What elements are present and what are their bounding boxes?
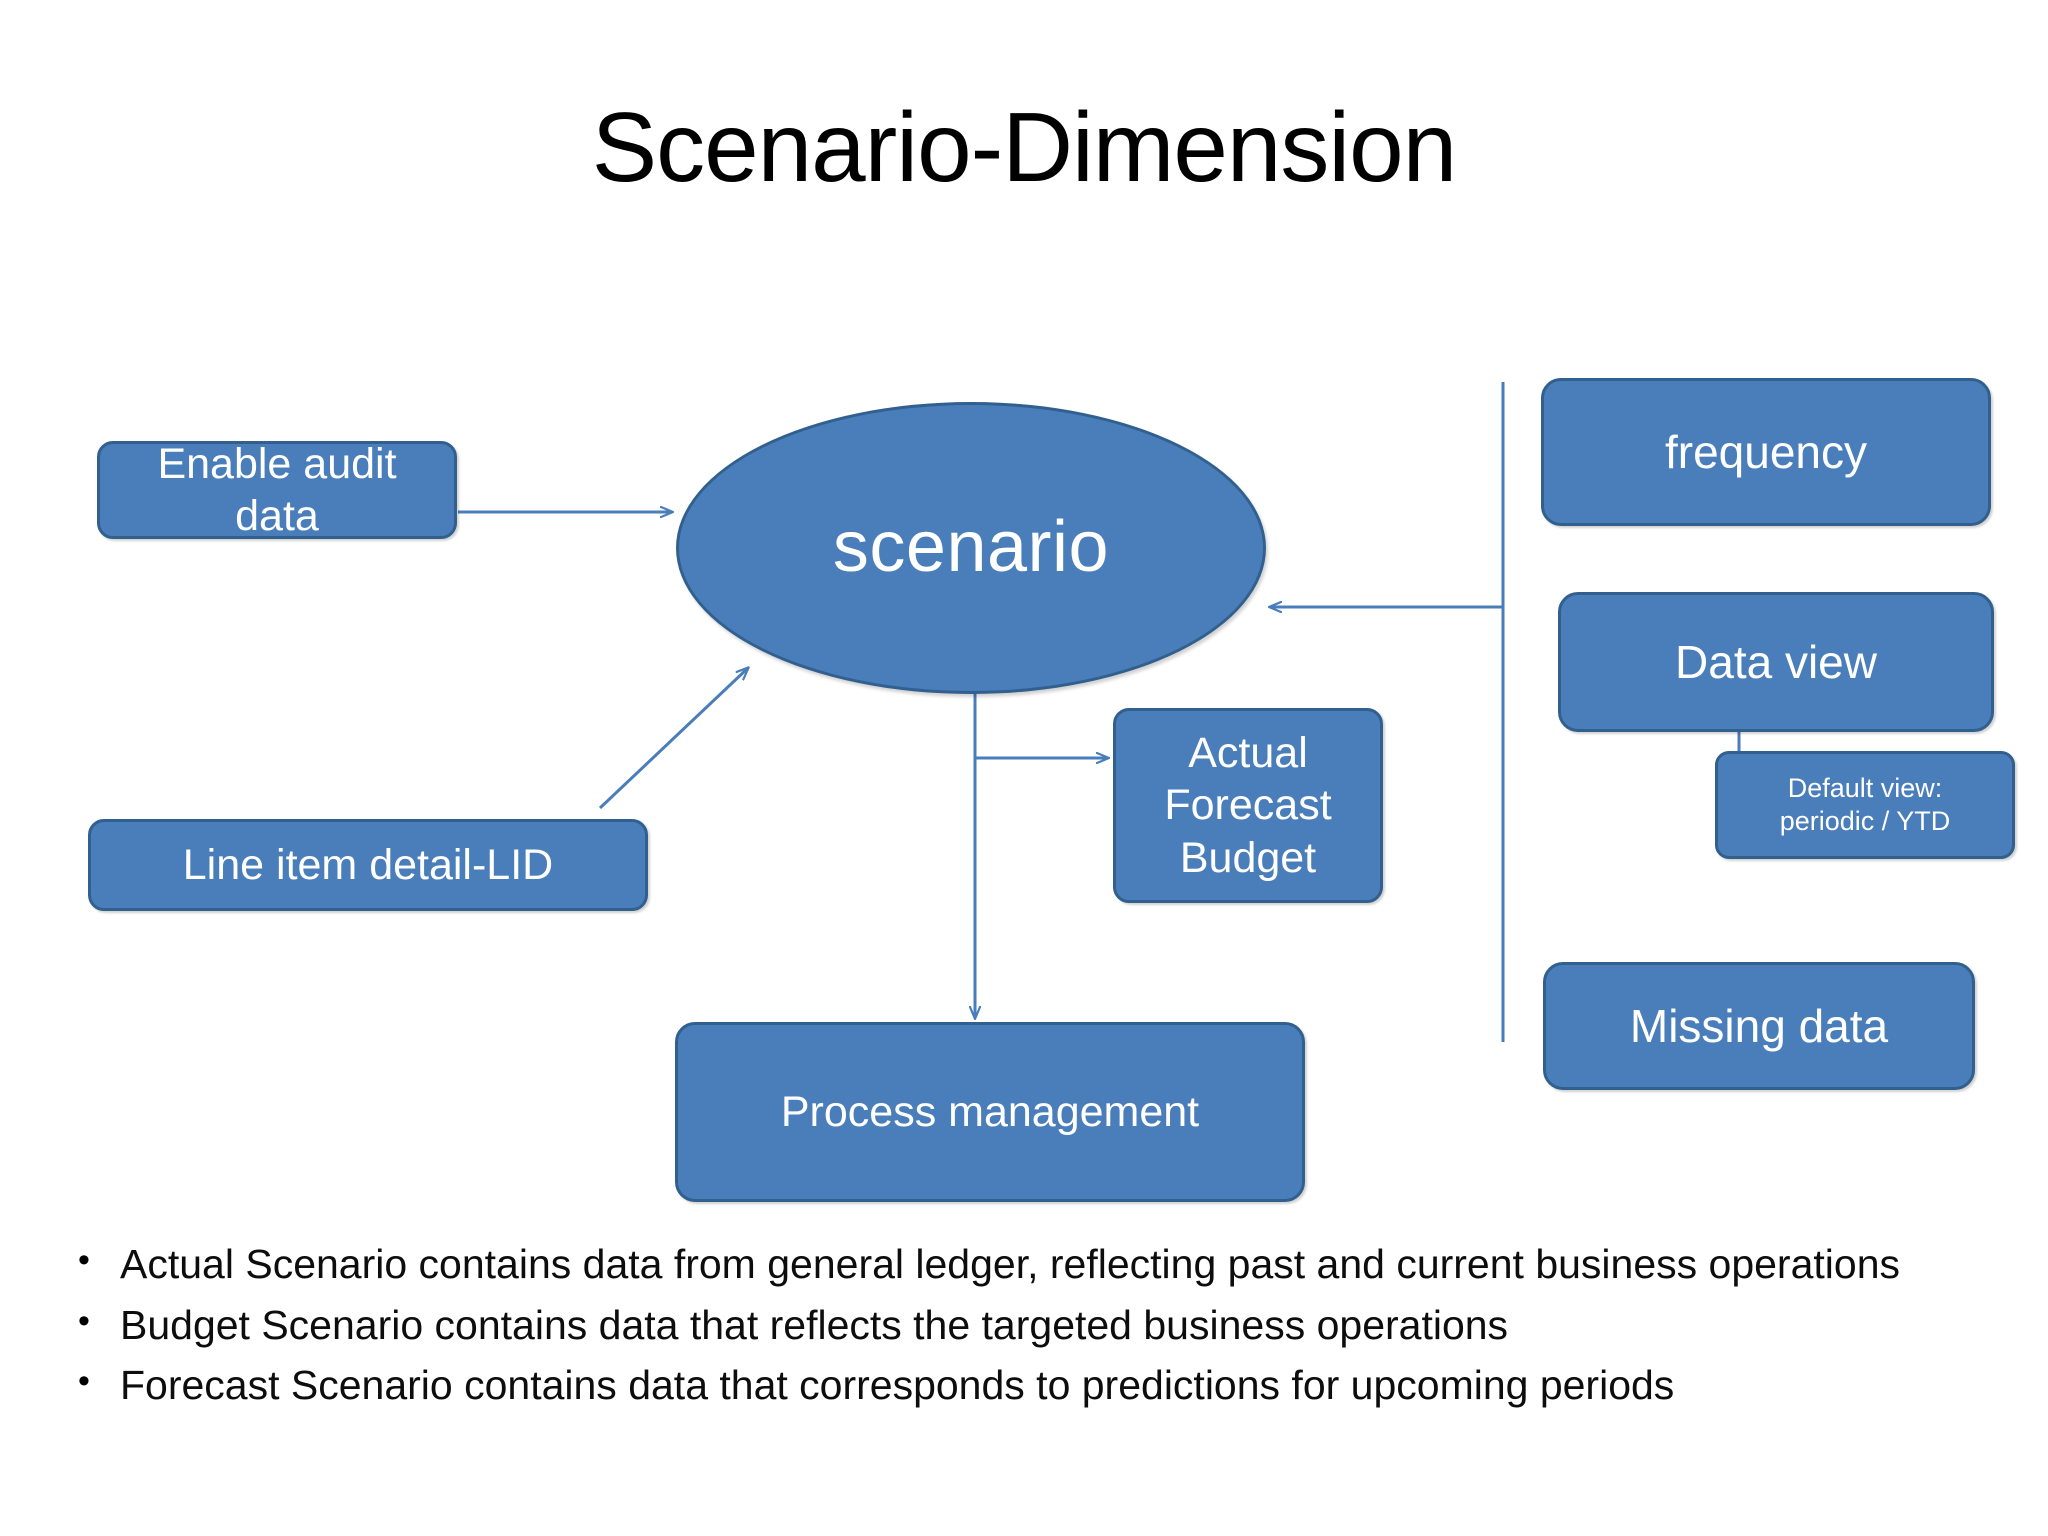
node-default-view-label: Default view: periodic / YTD bbox=[1718, 772, 2012, 838]
list-item: • Actual Scenario contains data from gen… bbox=[78, 1236, 1998, 1293]
node-line: Budget bbox=[1179, 833, 1317, 882]
node-line: Missing data bbox=[1629, 999, 1889, 1052]
node-default-view[interactable]: Default view: periodic / YTD bbox=[1715, 751, 2015, 859]
bullet-marker: • bbox=[78, 1301, 90, 1340]
node-scenario-label: scenario bbox=[832, 507, 1110, 588]
node-data-view-label: Data view bbox=[1561, 634, 1991, 690]
list-item: • Forecast Scenario contains data that c… bbox=[78, 1357, 1998, 1414]
page-title: Scenario-Dimension bbox=[591, 92, 1457, 202]
bullet-text: Budget Scenario contains data that refle… bbox=[120, 1301, 1509, 1348]
node-missing-data[interactable]: Missing data bbox=[1543, 962, 1975, 1090]
node-actual-forecast-budget-label: Actual Forecast Budget bbox=[1116, 727, 1380, 884]
node-line: Line item detail-LID bbox=[182, 840, 554, 889]
node-process-management-label: Process management bbox=[678, 1086, 1302, 1138]
node-frequency[interactable]: frequency bbox=[1541, 378, 1991, 526]
bullet-text: Forecast Scenario contains data that cor… bbox=[120, 1362, 1675, 1409]
node-enable-audit-data[interactable]: Enable audit data bbox=[97, 440, 457, 540]
node-line-item-detail[interactable]: Line item detail-LID bbox=[88, 819, 648, 911]
node-frequency-label: frequency bbox=[1544, 424, 1988, 480]
node-line: Default view: bbox=[1787, 773, 1943, 804]
node-line: frequency bbox=[1664, 425, 1867, 478]
node-data-view[interactable]: Data view bbox=[1558, 592, 1994, 732]
node-scenario[interactable]: scenario bbox=[676, 402, 1266, 694]
bullet-marker: • bbox=[78, 1241, 90, 1279]
node-line: Data view bbox=[1675, 635, 1877, 688]
connector-lid-to-scenario bbox=[598, 668, 748, 810]
node-line: periodic / YTD bbox=[1779, 806, 1951, 836]
bullet-marker: • bbox=[78, 1362, 90, 1401]
node-line: data bbox=[235, 492, 319, 540]
node-line-item-detail-label: Line item detail-LID bbox=[91, 839, 645, 891]
list-item: • Budget Scenario contains data that ref… bbox=[78, 1297, 1998, 1354]
node-line: Actual bbox=[1188, 728, 1308, 777]
bullet-list: • Actual Scenario contains data from gen… bbox=[78, 1236, 1998, 1418]
node-line: Forecast bbox=[1164, 781, 1332, 830]
bullet-text: Actual Scenario contains data from gener… bbox=[120, 1241, 1900, 1287]
node-actual-forecast-budget[interactable]: Actual Forecast Budget bbox=[1113, 708, 1383, 903]
node-missing-data-label: Missing data bbox=[1546, 998, 1972, 1054]
node-line: Enable audit bbox=[157, 439, 397, 488]
node-line: Process management bbox=[780, 1087, 1200, 1136]
node-enable-audit-data-label: Enable audit data bbox=[100, 438, 454, 543]
node-process-management[interactable]: Process management bbox=[675, 1022, 1305, 1202]
